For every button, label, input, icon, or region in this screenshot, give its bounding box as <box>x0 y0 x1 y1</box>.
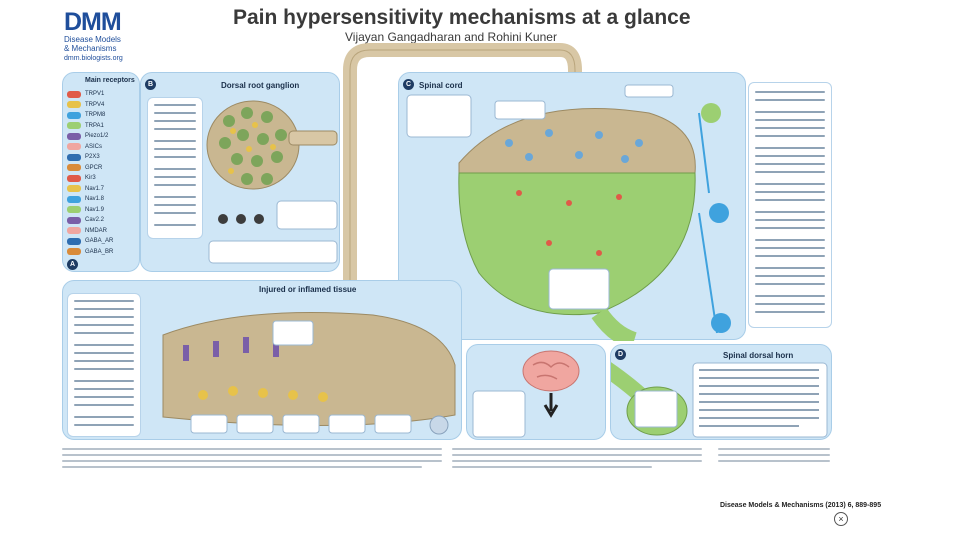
receptor-swatch <box>67 185 81 193</box>
receptor-swatch <box>67 143 81 151</box>
receptor-swatch <box>67 174 81 182</box>
spinal-cord-badge: C <box>403 79 414 90</box>
receptor-item: Nav1.8 <box>67 194 137 205</box>
receptor-label: GABA_AR <box>85 238 114 245</box>
brain-panel <box>466 344 606 440</box>
dorsal-horn-badge: D <box>615 349 626 360</box>
poster-title: Pain hypersensitivity mechanisms at a gl… <box>233 6 691 29</box>
receptor-label: TRPM8 <box>85 112 106 119</box>
logo-url: dmm.biologists.org <box>64 55 123 62</box>
drg-illustration <box>206 100 338 264</box>
drg-text-note <box>147 97 203 239</box>
injured-tissue-illustration <box>162 312 456 435</box>
receptor-item: GPCR <box>67 163 137 174</box>
receptor-item: ASICs <box>67 142 137 153</box>
receptor-item: GABA_BR <box>67 247 137 258</box>
receptors-heading: Main receptors <box>85 77 135 84</box>
receptor-swatch <box>67 164 81 172</box>
receptor-item: Cav2.2 <box>67 215 137 226</box>
receptor-label: Nav1.7 <box>85 185 105 192</box>
receptor-item: TRPV1 <box>67 89 137 100</box>
drg-badge: B <box>145 79 156 90</box>
receptor-label: NMDAR <box>85 227 107 234</box>
receptor-item: TRPA1 <box>67 121 137 132</box>
receptor-item: P2X3 <box>67 152 137 163</box>
receptor-swatch <box>67 216 81 224</box>
receptor-item: TRPM8 <box>67 110 137 121</box>
receptor-item: Nav1.7 <box>67 184 137 195</box>
receptor-swatch <box>67 227 81 235</box>
spinal-cord-illustration <box>406 84 731 341</box>
receptor-item: Piezo1/2 <box>67 131 137 142</box>
injured-tissue-panel: Injured or inflamed tissue <box>62 280 462 440</box>
receptor-label: Cav2.2 <box>85 217 105 224</box>
receptor-item: Kir3 <box>67 173 137 184</box>
drg-panel: B Dorsal root ganglion <box>140 72 340 272</box>
logo-subtitle-2: & Mechanisms <box>64 44 117 53</box>
receptor-swatch <box>67 101 81 109</box>
receptor-label: Piezo1/2 <box>85 133 109 140</box>
receptor-label: Nav1.8 <box>85 196 105 203</box>
receptor-label: Kir3 <box>85 175 96 182</box>
receptor-swatch <box>67 90 81 98</box>
logo-title: DMM <box>64 8 122 36</box>
receptor-label: GPCR <box>85 164 103 171</box>
injured-tissue-heading: Injured or inflamed tissue <box>259 285 357 294</box>
receptor-swatch <box>67 122 81 130</box>
abbreviations-block <box>62 444 832 478</box>
dorsal-horn-heading: Spinal dorsal horn <box>723 351 794 360</box>
receptor-swatch <box>67 153 81 161</box>
receptor-swatch <box>67 132 81 140</box>
dmm-logo: DMM Disease Models & Mechanisms dmm.biol… <box>64 9 134 65</box>
receptor-item: Nav1.9 <box>67 205 137 216</box>
receptors-badge: A <box>67 259 78 270</box>
dorsal-horn-illustration <box>611 362 828 438</box>
receptor-swatch <box>67 195 81 203</box>
receptor-item: GABA_AR <box>67 236 137 247</box>
receptor-label: Nav1.9 <box>85 206 105 213</box>
receptor-item: TRPV4 <box>67 100 137 111</box>
receptor-label: TRPA1 <box>85 122 104 129</box>
injured-text-note <box>67 293 141 437</box>
spinal-cord-heading: Spinal cord <box>419 81 463 90</box>
close-icon[interactable]: × <box>834 512 848 526</box>
poster-authors: Vijayan Gangadharan and Rohini Kuner <box>345 30 557 44</box>
receptor-swatch <box>67 111 81 119</box>
receptor-label: TRPV4 <box>85 101 105 108</box>
receptor-label: ASICs <box>85 143 103 150</box>
receptor-label: P2X3 <box>85 154 100 161</box>
journal-citation: Disease Models & Mechanisms (2013) 6, 88… <box>720 502 882 509</box>
dorsal-horn-panel: D Spinal dorsal horn <box>610 344 832 440</box>
receptor-label: TRPV1 <box>85 91 105 98</box>
receptor-swatch <box>67 206 81 214</box>
logo-subtitle-1: Disease Models <box>64 35 121 44</box>
receptor-swatch <box>67 248 81 256</box>
receptor-item: NMDAR <box>67 226 137 237</box>
receptor-label: GABA_BR <box>85 248 114 255</box>
spinal-cord-text-note <box>748 82 832 328</box>
brain-illustration <box>472 350 580 438</box>
drg-heading: Dorsal root ganglion <box>221 81 300 90</box>
receptor-swatch <box>67 237 81 245</box>
